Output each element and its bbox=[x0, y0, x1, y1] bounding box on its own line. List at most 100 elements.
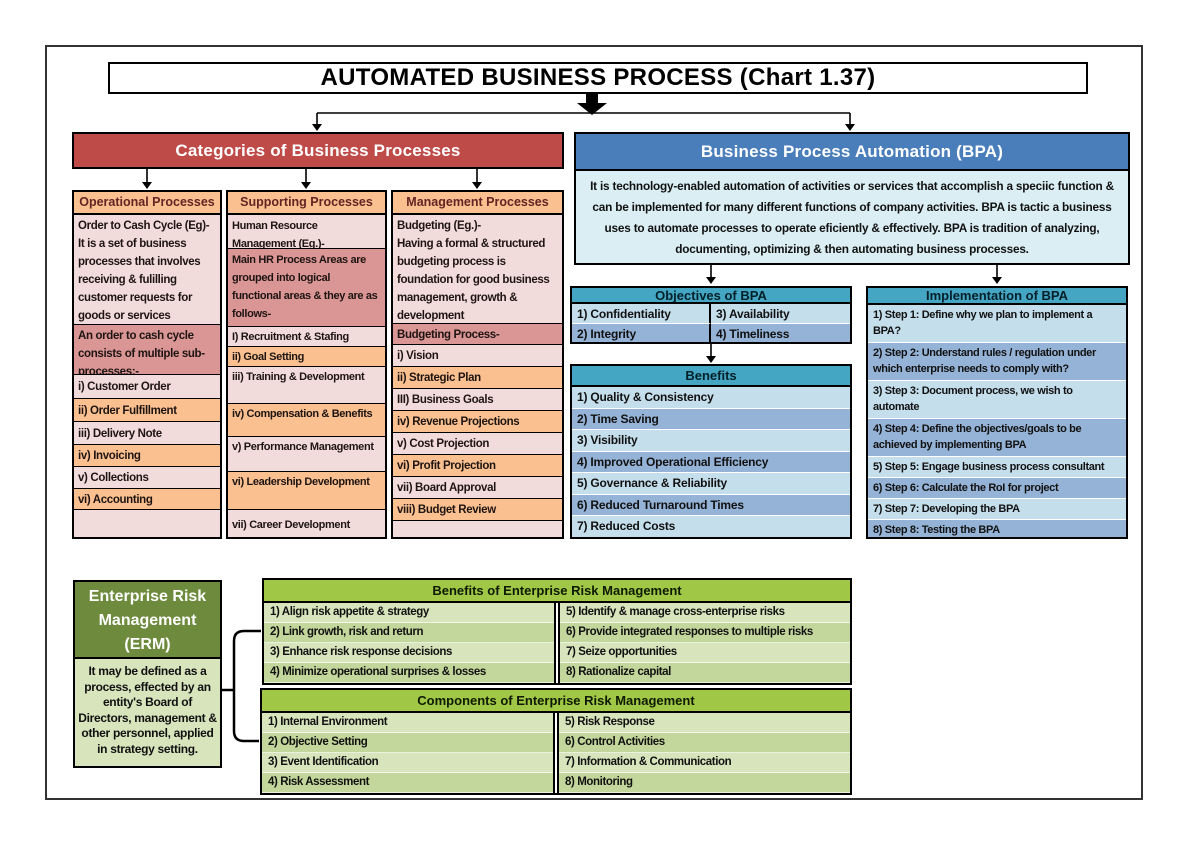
erm-components-table: Components of Enterprise Risk Management… bbox=[260, 688, 852, 795]
bpa-header: Business Process Automation (BPA) bbox=[576, 134, 1128, 171]
supporting-intro: Human Resource Management (Eg.)- bbox=[228, 215, 385, 249]
list-item: v) Cost Projection bbox=[393, 433, 562, 455]
management-intro-title: Budgeting (Eg.)- bbox=[397, 220, 481, 232]
operational-note: An order to cash cycle consists of multi… bbox=[74, 325, 220, 375]
table-row: 4) Risk Assessment bbox=[262, 773, 553, 793]
benefit-item: 3) Visibility bbox=[572, 430, 850, 452]
management-note: Budgeting Process- bbox=[393, 324, 562, 345]
list-item: vii) Board Approval bbox=[393, 477, 562, 499]
implementation-of-bpa-box: Implementation of BPA 1) Step 1: Define … bbox=[866, 286, 1128, 539]
objective-item: 2) Integrity bbox=[572, 323, 711, 342]
bpa-benefits-box: Benefits 1) Quality & Consistency 2) Tim… bbox=[570, 364, 852, 539]
table-row: 3) Event Identification bbox=[262, 753, 553, 773]
list-item: i) Vision bbox=[393, 345, 562, 367]
table-row: 1) Align risk appetite & strategy bbox=[264, 603, 554, 623]
objectives-grid: 1) Confidentiality 3) Availability 2) In… bbox=[572, 304, 850, 342]
list-item: vii) Career Development bbox=[228, 510, 385, 537]
list-item: ii) Order Fulfillment bbox=[74, 399, 220, 422]
table-row: 2) Objective Setting bbox=[262, 733, 553, 753]
list-item: ii) Strategic Plan bbox=[393, 367, 562, 389]
table-row: 4) Minimize operational surprises & loss… bbox=[264, 663, 554, 683]
list-item: vi) Leadership Development bbox=[228, 472, 385, 510]
erm-components-body: 1) Internal Environment 2) Objective Set… bbox=[262, 713, 850, 793]
implementation-step: 6) Step 6: Calculate the RoI for project bbox=[868, 478, 1126, 499]
benefit-item: 5) Governance & Reliability bbox=[572, 473, 850, 495]
objectives-of-bpa-box: Objectives of BPA 1) Confidentiality 3) … bbox=[570, 286, 852, 344]
table-row: 7) Information & Communication bbox=[559, 753, 850, 773]
table-row: 6) Provide integrated responses to multi… bbox=[560, 623, 850, 643]
list-item: ii) Goal Setting bbox=[228, 347, 385, 367]
erm-header: Enterprise Risk Management (ERM) bbox=[75, 582, 220, 659]
management-intro: Budgeting (Eg.)- Having a formal & struc… bbox=[393, 215, 562, 324]
management-header: Management Processes bbox=[393, 192, 562, 215]
operational-header: Operational Processes bbox=[74, 192, 220, 215]
operational-intro: Order to Cash Cycle (Eg)- It is a set of… bbox=[74, 215, 220, 325]
list-item: iv) Revenue Projections bbox=[393, 411, 562, 433]
implementation-step: 5) Step 5: Engage business process consu… bbox=[868, 457, 1126, 478]
erm-benefits-body: 1) Align risk appetite & strategy 2) Lin… bbox=[264, 603, 850, 683]
operational-processes-column: Operational Processes Order to Cash Cycl… bbox=[72, 190, 222, 539]
page-title: AUTOMATED BUSINESS PROCESS (Chart 1.37) bbox=[108, 62, 1088, 94]
table-row: 1) Internal Environment bbox=[262, 713, 553, 733]
implementation-step: 7) Step 7: Developing the BPA bbox=[868, 499, 1126, 520]
erm-benefits-table: Benefits of Enterprise Risk Management 1… bbox=[262, 578, 852, 685]
list-item: iii) Training & Development bbox=[228, 367, 385, 404]
objective-item: 3) Availability bbox=[711, 304, 850, 324]
supporting-processes-column: Supporting Processes Human Resource Mana… bbox=[226, 190, 387, 539]
list-item: iv) Compensation & Benefits bbox=[228, 404, 385, 437]
table-row: 5) Identify & manage cross-enterprise ri… bbox=[560, 603, 850, 623]
erm-components-left-column: 1) Internal Environment 2) Objective Set… bbox=[262, 713, 555, 793]
erm-benefits-right-column: 5) Identify & manage cross-enterprise ri… bbox=[558, 603, 850, 683]
list-item: v) Collections bbox=[74, 467, 220, 489]
operational-intro-title: Order to Cash Cycle (Eg)- bbox=[78, 220, 210, 232]
supporting-note: Main HR Process Areas are grouped into l… bbox=[228, 249, 385, 327]
list-item: III) Business Goals bbox=[393, 389, 562, 411]
benefit-item: 1) Quality & Consistency bbox=[572, 387, 850, 409]
objective-item: 1) Confidentiality bbox=[572, 304, 711, 324]
list-item: v) Performance Management bbox=[228, 437, 385, 472]
categories-header: Categories of Business Processes bbox=[72, 132, 564, 169]
list-item: vi) Profit Projection bbox=[393, 455, 562, 477]
erm-components-header: Components of Enterprise Risk Management bbox=[262, 690, 850, 713]
table-row: 7) Seize opportunities bbox=[560, 643, 850, 663]
management-intro-text: Having a formal & structured budgeting p… bbox=[397, 238, 550, 322]
table-row: 2) Link growth, risk and return bbox=[264, 623, 554, 643]
erm-definition: It may be defined as a process, effected… bbox=[75, 659, 220, 766]
erm-benefits-left-column: 1) Align risk appetite & strategy 2) Lin… bbox=[264, 603, 556, 683]
list-item: i) Customer Order bbox=[74, 375, 220, 399]
erm-benefits-header: Benefits of Enterprise Risk Management bbox=[264, 580, 850, 603]
list-item: viii) Budget Review bbox=[393, 499, 562, 521]
benefit-item: 7) Reduced Costs bbox=[572, 516, 850, 538]
filler bbox=[74, 510, 220, 537]
management-processes-column: Management Processes Budgeting (Eg.)- Ha… bbox=[391, 190, 564, 539]
operational-intro-text: It is a set of business processes that i… bbox=[78, 238, 201, 322]
list-item: vi) Accounting bbox=[74, 489, 220, 510]
bpa-description: It is technology-enabled automation of a… bbox=[590, 179, 1114, 256]
benefit-item: 4) Improved Operational Efficiency bbox=[572, 451, 850, 474]
implementation-step: 2) Step 2: Understand rules / regulation… bbox=[868, 343, 1126, 381]
table-row: 6) Control Activities bbox=[559, 733, 850, 753]
implementation-step: 8) Step 8: Testing the BPA bbox=[868, 520, 1126, 537]
table-row: 3) Enhance risk response decisions bbox=[264, 643, 554, 663]
implementation-step: 3) Step 3: Document process, we wish to … bbox=[868, 381, 1126, 419]
list-item: iv) Invoicing bbox=[74, 445, 220, 467]
objectives-header: Objectives of BPA bbox=[572, 288, 850, 304]
supporting-header: Supporting Processes bbox=[228, 192, 385, 215]
implementation-step: 4) Step 4: Define the objectives/goals t… bbox=[868, 419, 1126, 457]
objective-item: 4) Timeliness bbox=[711, 323, 850, 342]
benefits-header: Benefits bbox=[572, 366, 850, 387]
table-row: 5) Risk Response bbox=[559, 713, 850, 733]
bpa-box: Business Process Automation (BPA) It is … bbox=[574, 132, 1130, 265]
outer-frame bbox=[45, 45, 1143, 800]
erm-components-right-column: 5) Risk Response 6) Control Activities 7… bbox=[557, 713, 850, 793]
erm-box: Enterprise Risk Management (ERM) It may … bbox=[73, 580, 222, 768]
benefit-item: 6) Reduced Turnaround Times bbox=[572, 494, 850, 517]
implementation-header: Implementation of BPA bbox=[868, 288, 1126, 305]
list-item: I) Recruitment & Stafing bbox=[228, 327, 385, 347]
filler bbox=[393, 521, 562, 537]
implementation-step: 1) Step 1: Define why we plan to impleme… bbox=[868, 305, 1126, 343]
table-row: 8) Monitoring bbox=[559, 773, 850, 793]
benefit-item: 2) Time Saving bbox=[572, 408, 850, 431]
list-item: iii) Delivery Note bbox=[74, 422, 220, 445]
